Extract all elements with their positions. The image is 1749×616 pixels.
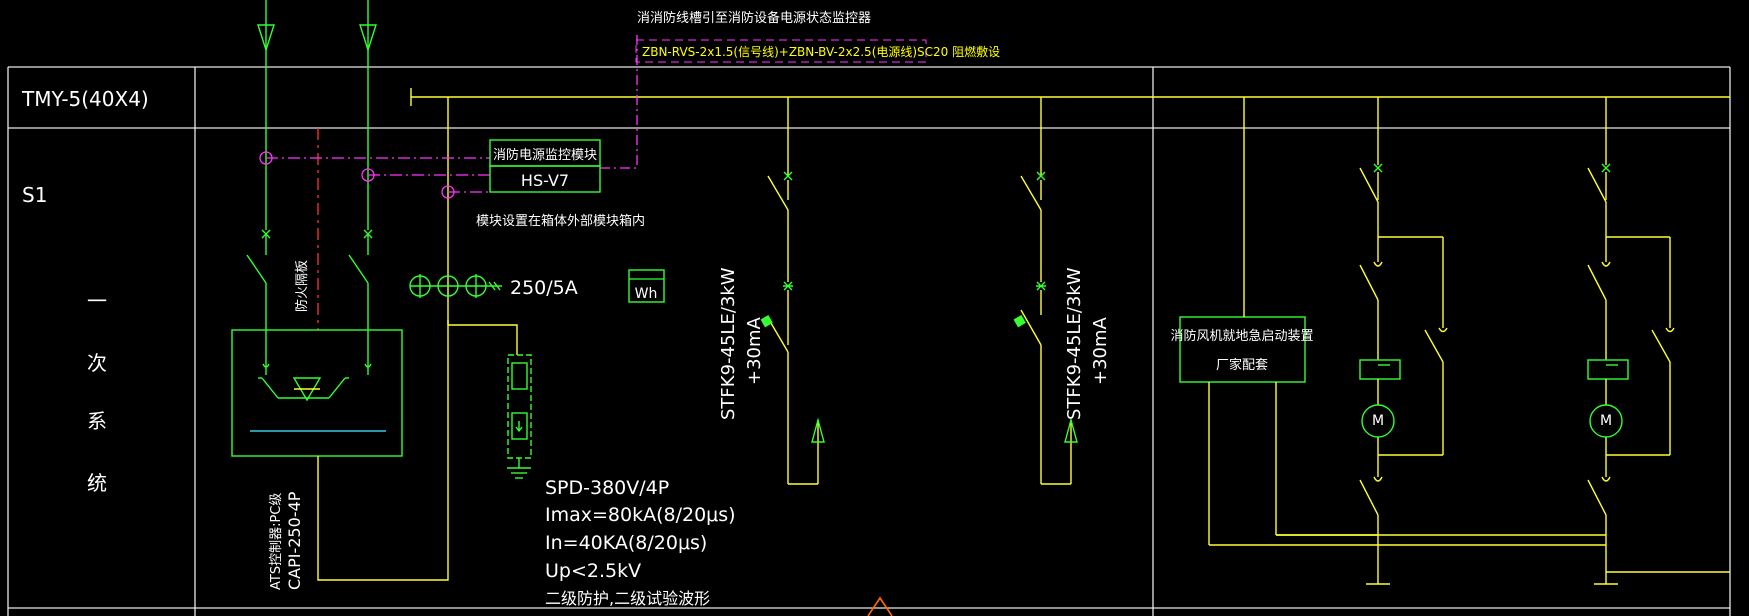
cable-spec-callout xyxy=(635,39,927,63)
scheme-label: S1 xyxy=(22,183,47,207)
snap-marker-icon xyxy=(867,596,893,616)
branch-1-rcd: +30mA xyxy=(744,316,765,385)
spd-spec-line: 二级防护,二级试验波形 xyxy=(545,589,710,608)
branch-2-rcd-marker xyxy=(1013,315,1026,328)
cable-spec: ZBN-RVS-2x1.5(信号线)+ZBN-BV-2x2.5(电源线)SC20… xyxy=(642,44,1000,59)
branch-2-rcd: +30mA xyxy=(1090,316,1111,385)
section-char: 次 xyxy=(87,351,107,375)
monitor-bus xyxy=(259,35,638,199)
fan-motor-2: M xyxy=(1589,404,1623,438)
ats-label-1: ATS控制器:PC级 xyxy=(269,493,284,590)
motor-symbol: M xyxy=(1600,413,1612,429)
drawing-frame xyxy=(7,66,1731,616)
fan-motor-circuit-2 xyxy=(1587,97,1730,585)
fan-motor-1: M xyxy=(1361,404,1395,438)
energy-meter: Wh xyxy=(628,269,665,303)
incoming-feeder-1 xyxy=(246,0,275,375)
fire-barrier-label: 防火隔板 xyxy=(294,260,310,312)
motor-symbol: M xyxy=(1372,413,1384,429)
spd-spec-line: Imax=80kA(8/20μs) xyxy=(545,504,736,526)
branch-1-circuit xyxy=(767,97,825,485)
section-char: 一 xyxy=(87,289,107,313)
spd-spec-line: SPD-380V/4P xyxy=(545,477,669,499)
ats-label-2: CAPI-250-4P xyxy=(285,491,304,590)
meter-symbol: Wh xyxy=(635,286,658,302)
section-title: 一 次 系 统 xyxy=(87,289,107,495)
branch-1-breaker: STFK9-45LE/3kW xyxy=(718,267,739,420)
branch-1-rcd-marker xyxy=(760,315,773,328)
emergency-start-line1: 消防风机就地急启动装置 xyxy=(1170,328,1313,344)
monitor-note: 模块设置在箱体外部模块箱内 xyxy=(476,213,645,229)
emergency-start-line2: 厂家配套 xyxy=(1216,357,1268,373)
bus-tap-conductor xyxy=(447,97,518,355)
feed-note: 消消防线槽引至消防设备电源状态监控器 xyxy=(637,10,871,26)
spd-spec: SPD-380V/4P Imax=80kA(8/20μs) In=40KA(8/… xyxy=(545,477,736,608)
fan-motor-circuit-1 xyxy=(1359,97,1448,585)
emergency-start-device: 消防风机就地急启动装置 厂家配套 xyxy=(1170,316,1314,383)
main-busbar xyxy=(410,88,1730,106)
branch-2-circuit xyxy=(1020,97,1078,485)
ct-rating: 250/5A xyxy=(510,277,578,299)
spd-spec-line: Up<2.5kV xyxy=(545,560,641,582)
incoming-feeder-2 xyxy=(348,0,377,375)
current-transformers xyxy=(409,274,502,298)
monitor-module-label: 消防电源监控模块 xyxy=(493,147,597,163)
busbar-spec-label: TMY-5(40X4) xyxy=(21,87,149,111)
surge-protector xyxy=(507,354,532,479)
branch-2-breaker: STFK9-45LE/3kW xyxy=(1064,267,1085,420)
emergency-start-wiring xyxy=(1208,97,1607,575)
monitor-module-model: HS-V7 xyxy=(521,171,569,190)
ats-output-conductor xyxy=(317,320,449,581)
section-char: 统 xyxy=(87,471,107,495)
monitor-module: 消防电源监控模块 HS-V7 xyxy=(489,139,601,193)
ats-switch xyxy=(231,329,403,457)
spd-spec-line: In=40KA(8/20μs) xyxy=(545,532,707,554)
section-char: 系 xyxy=(87,409,107,433)
